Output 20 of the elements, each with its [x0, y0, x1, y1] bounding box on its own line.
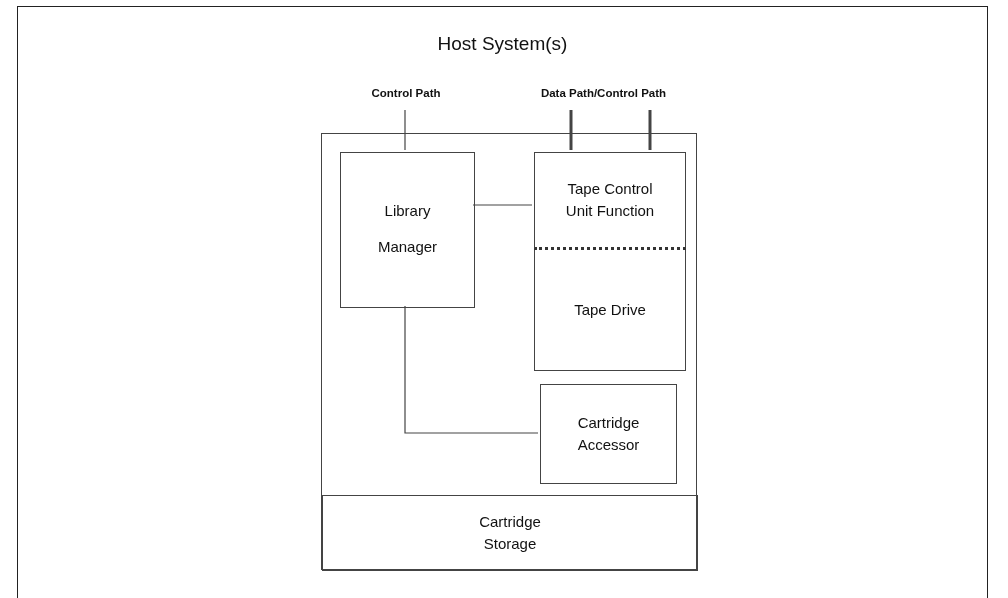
host-frame [17, 6, 988, 598]
box-label: Tape Control Unit Function [564, 179, 656, 221]
path-label: Data Path/Control Path [501, 83, 706, 103]
component-box [340, 152, 475, 308]
connector-line [569, 110, 573, 150]
box-label: Cartridge Accessor [576, 413, 641, 455]
component-box [540, 384, 677, 484]
host-title: Host System(s) [436, 33, 569, 55]
library-enclosure [321, 133, 697, 570]
path-label: Control Path [341, 83, 471, 103]
connector-line [404, 305, 539, 434]
box-label: Cartridge Storage [478, 512, 542, 554]
component-box [534, 152, 686, 250]
box-label: Library Manager [376, 201, 439, 257]
connector-line [472, 204, 533, 206]
connector-line [648, 110, 652, 150]
connector-line [404, 109, 406, 151]
box-label: Tape Drive [573, 300, 647, 320]
storage-band [322, 495, 698, 571]
component-box [534, 250, 686, 371]
